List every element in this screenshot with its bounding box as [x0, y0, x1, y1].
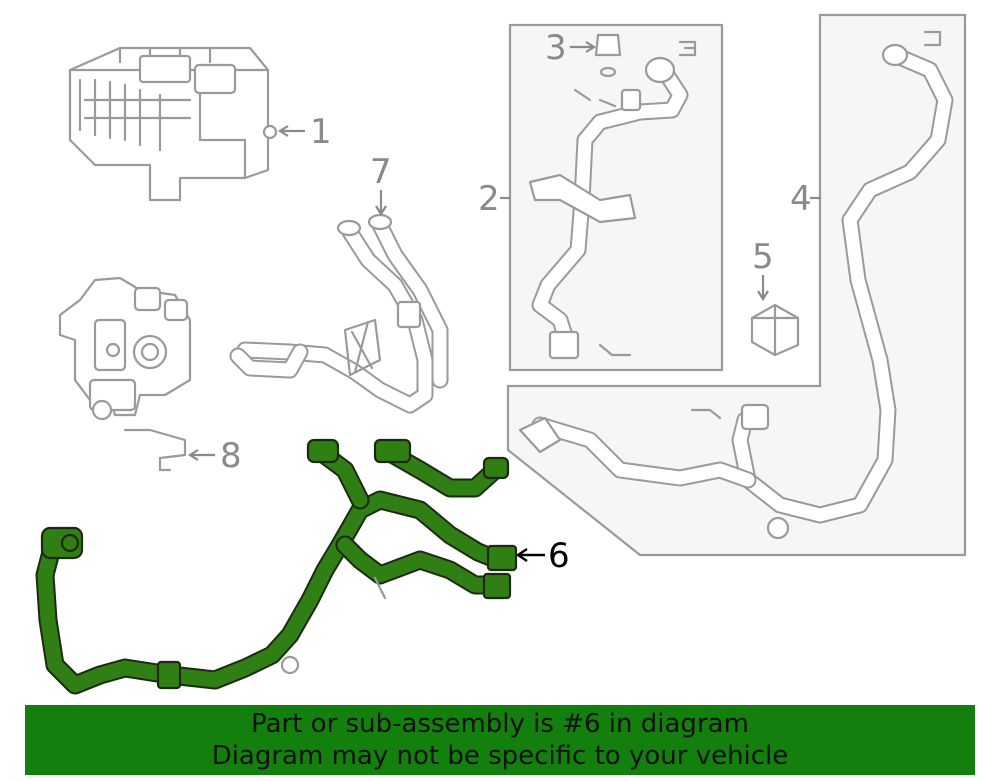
callout-8: 8	[220, 436, 242, 476]
callout-7: 7	[370, 152, 392, 192]
banner-line-2: Diagram may not be specific to your vehi…	[211, 741, 789, 771]
part-1-module	[68, 46, 278, 202]
callout-7-arrow	[375, 205, 387, 217]
callout-3: 3	[545, 28, 567, 68]
info-banner: Part or sub-assembly is #6 in diagram Di…	[25, 705, 975, 775]
part-8-valve-assembly	[58, 276, 192, 472]
part-2-hose	[528, 40, 697, 360]
part-6-mount-ring	[280, 655, 300, 675]
callout-1-arrow	[277, 125, 289, 137]
parts-diagram: 1 8 7	[35, 13, 967, 695]
part-5-bracket	[750, 303, 800, 357]
callout-4: 4	[790, 179, 812, 219]
callout-8-arrow	[187, 449, 199, 461]
callout-2: 2	[478, 179, 500, 219]
part-4-hose	[518, 30, 954, 540]
part-7-hose	[229, 213, 449, 414]
banner-line-1: Part or sub-assembly is #6 in diagram	[251, 709, 749, 739]
callout-6-arrow	[515, 548, 528, 562]
callout-1: 1	[310, 112, 332, 152]
callout-5-arrow	[757, 290, 769, 302]
callout-5: 5	[752, 237, 774, 277]
callout-6: 6	[548, 536, 570, 576]
assembly-4-panel	[506, 13, 967, 557]
callout-3-arrow	[585, 41, 597, 53]
part-6-hose-highlighted	[35, 438, 518, 695]
part-3-fitting	[594, 33, 622, 78]
